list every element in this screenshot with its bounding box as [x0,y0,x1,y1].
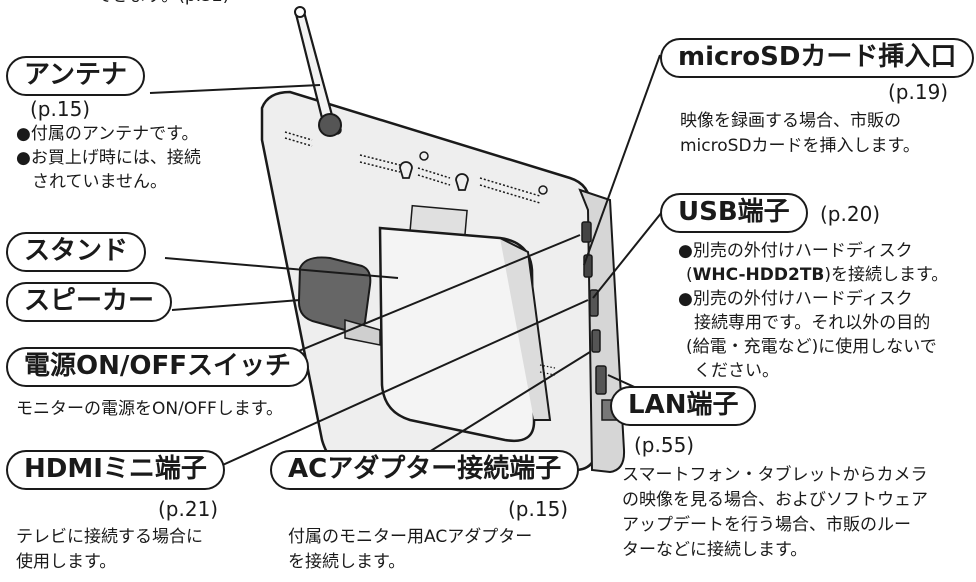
lan-desc-3: アップデートを行う場合、市販のルー [622,515,911,535]
top-cut-text: できます。(p.32) [95,0,229,8]
antenna-leader [149,84,321,94]
usb-desc-2-open: ( [686,265,693,285]
usb-leader [592,211,663,299]
antenna-page-ref: (p.15) [30,97,91,121]
power-switch-desc: モニターの電源をON/OFFします。 [16,399,284,419]
keyhole-mount [455,173,469,191]
stand-leader [164,257,399,279]
usb-desc-2-rest: )を接続します。 [824,265,949,285]
usb-desc-2-model: WHC-HDD2TB [692,265,825,285]
microsd-desc-1: 映像を録画する場合、市販の [680,111,901,131]
usb-desc-1: ●別売の外付けハードディスク [678,241,913,261]
speaker-leader [171,299,301,311]
antenna-base [318,113,342,137]
leader-lines [149,54,677,471]
usb-label: USB端子 [660,193,808,233]
hdmi-label: HDMIミニ端子 [6,450,225,490]
lan-page-ref: (p.55) [634,433,695,457]
screw-hole [419,151,429,161]
microsd-desc-2: microSDカードを挿入します。 [680,136,920,156]
speaker-grille [297,256,372,332]
ac-adapter-label: ACアダプター接続端子 [270,450,580,490]
hdmi-page-ref: (p.21) [158,497,219,521]
lan-desc-4: ターなどに接続します。 [622,540,808,560]
power-switch-leader [271,234,581,363]
stand [378,226,536,443]
speaker-label: スピーカー [6,282,173,322]
usb-desc-4: 接続専用です。それ以外の目的 [694,313,931,333]
usb-desc-5: (給電・充電など)に使用しないで [686,337,937,357]
ac-adapter-desc-1: 付属のモニター用ACアダプター [288,527,533,547]
lan-label: LAN端子 [610,386,757,426]
antenna-desc-2: ●お買上げ時には、接続 [16,148,201,168]
screw-hole [538,185,548,195]
usb-desc-3: ●別売の外付けハードディスク [678,289,913,309]
antenna-label: アンテナ [6,56,145,96]
ac-adapter-desc-2: を接続します。 [288,552,406,572]
microsd-leader [583,54,661,266]
usb-desc-2: (WHC-HDD2TB)を接続します。 [686,264,948,287]
microsd-page-ref: (p.19) [888,80,949,104]
lan-desc-2: の映像を見る場合、およびソフトウェア [622,490,928,510]
vent-grilles [284,131,541,204]
antenna-desc-1: ●付属のアンテナです。 [16,124,199,144]
hdmi-desc-1: テレビに接続する場合に [16,527,203,547]
hdmi-desc-2: 使用します。 [16,552,117,572]
ac-adapter-page-ref: (p.15) [508,497,569,521]
hdmi-leader [215,299,589,469]
lan-desc-1: スマートフォン・タブレットからカメラ [622,465,928,485]
microsd-label: microSDカード挿入口 [660,38,975,78]
stand-label: スタンド [6,232,147,272]
usb-desc-6: ください。 [694,361,779,381]
power-switch-label: 電源ON/OFFスイッチ [6,347,309,387]
antenna-desc-3: されていません。 [32,172,167,192]
usb-page-ref: (p.20) [820,202,881,226]
keyhole-mount [399,161,413,179]
